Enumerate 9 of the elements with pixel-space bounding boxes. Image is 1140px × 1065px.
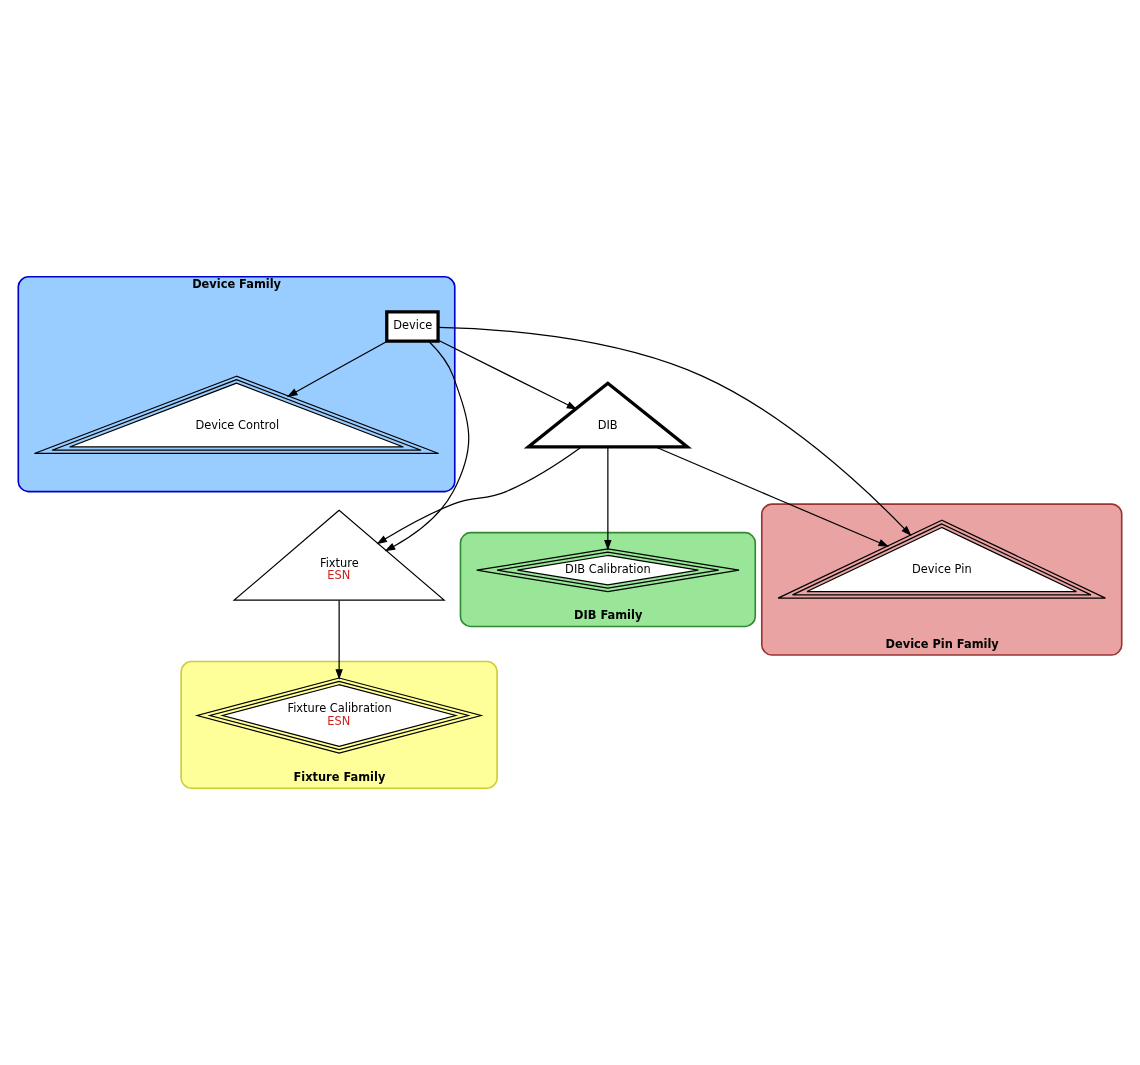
arrow — [655, 446, 890, 547]
arrow — [376, 446, 582, 545]
arrow — [384, 340, 470, 552]
arrow — [335, 599, 343, 680]
arrow — [286, 340, 388, 397]
arrow — [437, 326, 912, 537]
node-box: Device — [385, 310, 440, 343]
arrow — [437, 339, 578, 410]
arrow — [604, 446, 612, 551]
